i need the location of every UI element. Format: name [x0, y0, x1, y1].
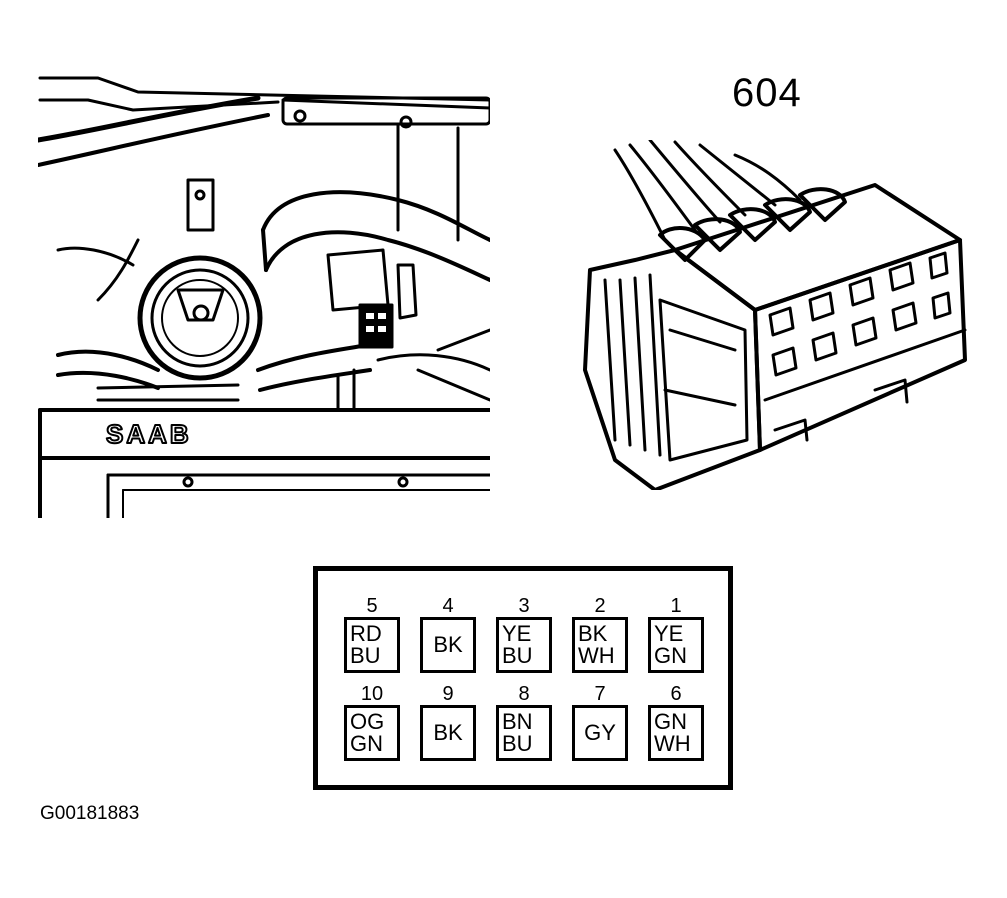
pin-number: 10 — [360, 683, 384, 705]
pin-wire-color: GN WH — [648, 705, 704, 761]
pin-number: 3 — [518, 595, 530, 617]
wire-color-primary: YE — [502, 621, 532, 646]
wire-color-primary: BK — [433, 632, 463, 657]
pin-number: 6 — [670, 683, 682, 705]
pin-wire-color: BK WH — [572, 617, 628, 673]
figure-id: G00181883 — [40, 803, 140, 824]
pin-1: 1 YE GN — [645, 595, 707, 673]
wire-color-primary: OG — [350, 709, 385, 734]
pin-2: 2 BK WH — [569, 595, 631, 673]
pin-number: 5 — [366, 595, 378, 617]
wire-color-primary: GN — [654, 709, 687, 734]
wire-color-primary: GY — [584, 720, 616, 745]
pin-6: 6 GN WH — [645, 683, 707, 761]
wire-color-stripe: WH — [578, 643, 615, 668]
wire-color-stripe: WH — [654, 731, 691, 756]
pin-4: 4 BK — [417, 595, 479, 673]
wire-color-stripe: GN — [350, 731, 383, 756]
pin-wire-color: YE BU — [496, 617, 552, 673]
pin-wire-color: YE GN — [648, 617, 704, 673]
wire-color-stripe: BU — [502, 643, 533, 668]
wire-color-primary: BK — [433, 720, 463, 745]
wire-color-stripe: BU — [502, 731, 533, 756]
pin-5: 5 RD BU — [341, 595, 403, 673]
pin-8: 8 BN BU — [493, 683, 555, 761]
engine-bay-illustration: SAAB — [38, 76, 490, 518]
wire-color-primary: YE — [654, 621, 684, 646]
pin-3: 3 YE BU — [493, 595, 555, 673]
pin-number: 8 — [518, 683, 530, 705]
pin-wire-color: RD BU — [344, 617, 400, 673]
pin-number: 1 — [670, 595, 682, 617]
connector-illustration — [583, 140, 967, 490]
pin-wire-color: OG GN — [344, 705, 400, 761]
pin-wire-color: BK — [420, 617, 476, 673]
pin-9: 9 BK — [417, 683, 479, 761]
pin-wire-color: BK — [420, 705, 476, 761]
pin-10: 10 OG GN — [341, 683, 403, 761]
pin-number: 2 — [594, 595, 606, 617]
pin-wire-color: GY — [572, 705, 628, 761]
pin-wire-color: BN BU — [496, 705, 552, 761]
pin-7: 7 GY — [569, 683, 631, 761]
wire-color-primary: RD — [350, 621, 382, 646]
wire-color-stripe: GN — [654, 643, 687, 668]
pin-number: 7 — [594, 683, 606, 705]
wire-color-primary: BK — [578, 621, 608, 646]
pinout-table: 5 RD BU 4 BK 3 YE BU 2 BK WH 1 YE GN 10 — [313, 566, 733, 790]
pin-number: 4 — [442, 595, 454, 617]
saab-logo: SAAB — [106, 419, 192, 449]
pin-number: 9 — [442, 683, 454, 705]
wire-color-stripe: BU — [350, 643, 381, 668]
connector-number: 604 — [732, 71, 802, 115]
wire-color-primary: BN — [502, 709, 533, 734]
